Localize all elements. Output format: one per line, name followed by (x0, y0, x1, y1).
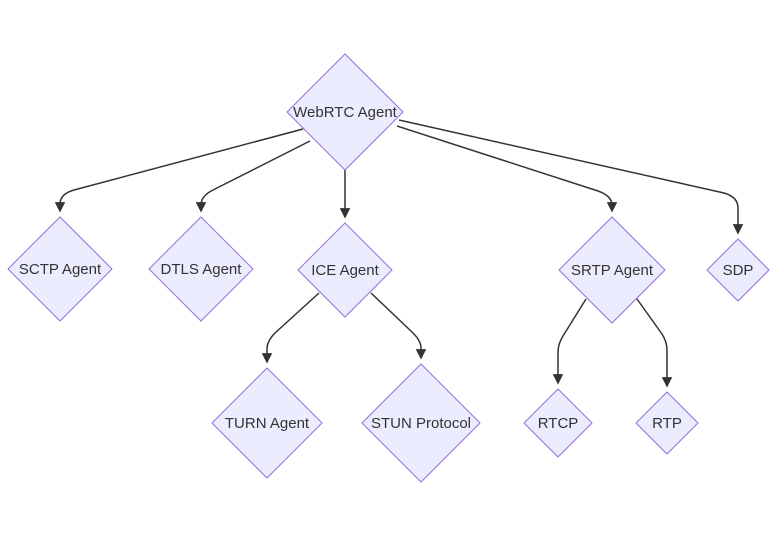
edge-webrtc-to-sctp (54, 128, 304, 213)
edge-webrtc-to-srtp (396, 125, 618, 213)
node-label: SDP (723, 262, 754, 279)
node-label: RTCP (538, 415, 579, 432)
node-label: STUN Protocol (371, 415, 471, 432)
edge-srtp-to-rtp (636, 298, 673, 388)
diamond-shape (523, 388, 593, 458)
node-webrtc-agent: WebRTC Agent (286, 53, 404, 171)
edge-webrtc-to-dtls (195, 140, 311, 213)
diamond-shape (211, 367, 323, 479)
node-stun-protocol: STUN Protocol (361, 363, 481, 483)
node-label: WebRTC Agent (293, 104, 397, 121)
node-rtp: RTP (635, 391, 699, 455)
node-turn-agent: TURN Agent (211, 367, 323, 479)
node-ice-agent: ICE Agent (297, 222, 393, 318)
node-dtls-agent: DTLS Agent (148, 216, 254, 322)
node-label: SCTP Agent (19, 261, 102, 278)
node-sctp-agent: SCTP Agent (7, 216, 113, 322)
diamond-shape (286, 53, 404, 171)
diamond-shape (148, 216, 254, 322)
edge-ice-to-stun (370, 292, 427, 360)
node-label: RTP (652, 415, 682, 432)
diamond-shape (635, 391, 699, 455)
diamond-shape (706, 238, 770, 302)
edge-srtp-to-rtcp (552, 298, 587, 385)
node-label: DTLS Agent (161, 261, 243, 278)
node-sdp: SDP (706, 238, 770, 302)
diamond-shape (558, 216, 666, 324)
diamond-shape (7, 216, 113, 322)
edge-group (54, 119, 744, 388)
diamond-shape (297, 222, 393, 318)
node-srtp-agent: SRTP Agent (558, 216, 666, 324)
edge-webrtc-to-sdp (398, 119, 744, 235)
node-rtcp: RTCP (523, 388, 593, 458)
node-label: ICE Agent (311, 262, 379, 279)
edge-ice-to-turn (261, 292, 320, 364)
node-label: TURN Agent (225, 415, 310, 432)
diamond-shape (361, 363, 481, 483)
node-label: SRTP Agent (571, 262, 654, 279)
